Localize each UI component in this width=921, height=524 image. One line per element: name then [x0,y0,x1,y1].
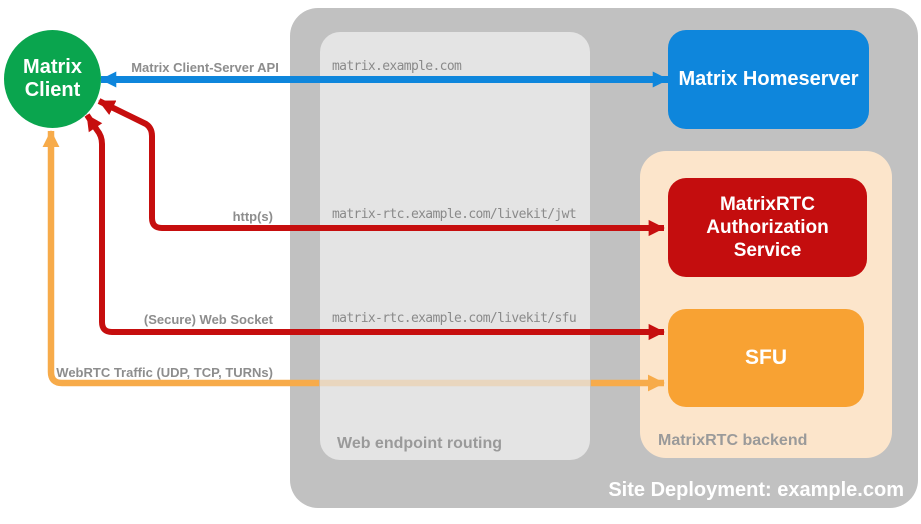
web-endpoint-routing-container: matrix.example.com matrix-rtc.example.co… [320,32,590,460]
route-homeserver-host: matrix.example.com [332,59,462,74]
matrix-client-label-line1: Matrix [23,56,82,78]
matrix-client-node: Matrix Client [4,30,101,128]
matrixrtc-backend-container: MatrixRTC Authorization Service SFU Matr… [640,151,892,458]
webrtc-arrow-client-segment [42,130,319,387]
route-livekit-jwt-path: matrix-rtc.example.com/livekit/jwt [332,207,577,222]
webrtc-traffic-label: WebRTC Traffic (UDP, TCP, TURNs) [56,365,273,380]
https-label: http(s) [232,209,273,224]
sfu-node: SFU [668,309,864,407]
websocket-label: (Secure) Web Socket [143,312,273,327]
matrix-client-label-line2: Client [24,79,81,101]
matrixrtc-backend-label: MatrixRTC backend [658,432,808,449]
site-deployment-label: Site Deployment: example.com [608,479,904,501]
matrixrtc-authorization-service-node: MatrixRTC Authorization Service [668,178,867,277]
route-livekit-sfu-path: matrix-rtc.example.com/livekit/sfu [332,311,577,326]
web-endpoint-routing-label: Web endpoint routing [337,435,503,452]
matrix-homeserver-node: Matrix Homeserver [668,30,869,129]
client-server-api-label: Matrix Client-Server API [131,60,279,75]
site-deployment-container: matrix.example.com matrix-rtc.example.co… [290,8,918,508]
